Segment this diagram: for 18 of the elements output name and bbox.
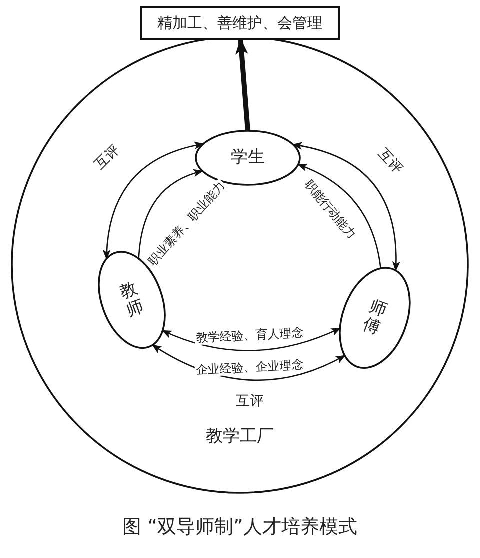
node-label: 师傅 [360,298,390,338]
annotation-text: 互评 [235,394,265,410]
curved-arrow [103,142,204,260]
curved-arrow [292,142,400,272]
outer-circle [12,37,468,493]
process-box [140,6,340,40]
curved-arrow [162,328,342,352]
caption: 图 “双导师制”人才培养模式 [122,515,358,540]
edge-label: 企业经验、企业理念 [194,358,306,378]
node-label: 教师 [118,280,146,320]
ellipse-node [340,268,410,368]
node-label: 学生 [231,148,265,168]
thick-arrow [236,38,250,132]
curved-arrow [138,170,204,259]
region-label: 教学工厂 [206,428,274,446]
curved-arrow [297,164,382,269]
edge-label: 教学经验、育人理念 [194,326,306,346]
node-label: 精加工、善维护、会管理 [158,14,322,32]
